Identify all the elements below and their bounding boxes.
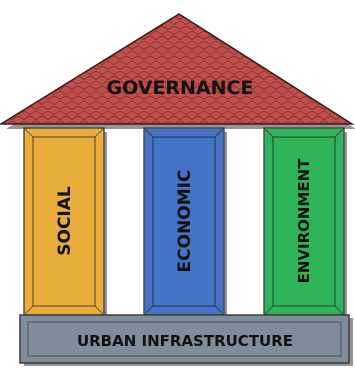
pillar-social-label: SOCIAL (55, 186, 75, 256)
pillar-environment: ENVIRONMENT (263, 127, 345, 316)
roof-label: GOVERNANCE (107, 77, 254, 99)
base-label: URBAN INFRASTRUCTURE (77, 332, 293, 350)
roof: GOVERNANCE (0, 13, 355, 125)
pillar-economic-label: ECONOMIC (175, 170, 195, 273)
pillar-social: SOCIAL (23, 127, 105, 316)
pillar-economic: ECONOMIC (143, 127, 225, 316)
pillar-environment-label: ENVIRONMENT (295, 158, 313, 284)
foundation-base: URBAN INFRASTRUCTURE (19, 314, 350, 364)
